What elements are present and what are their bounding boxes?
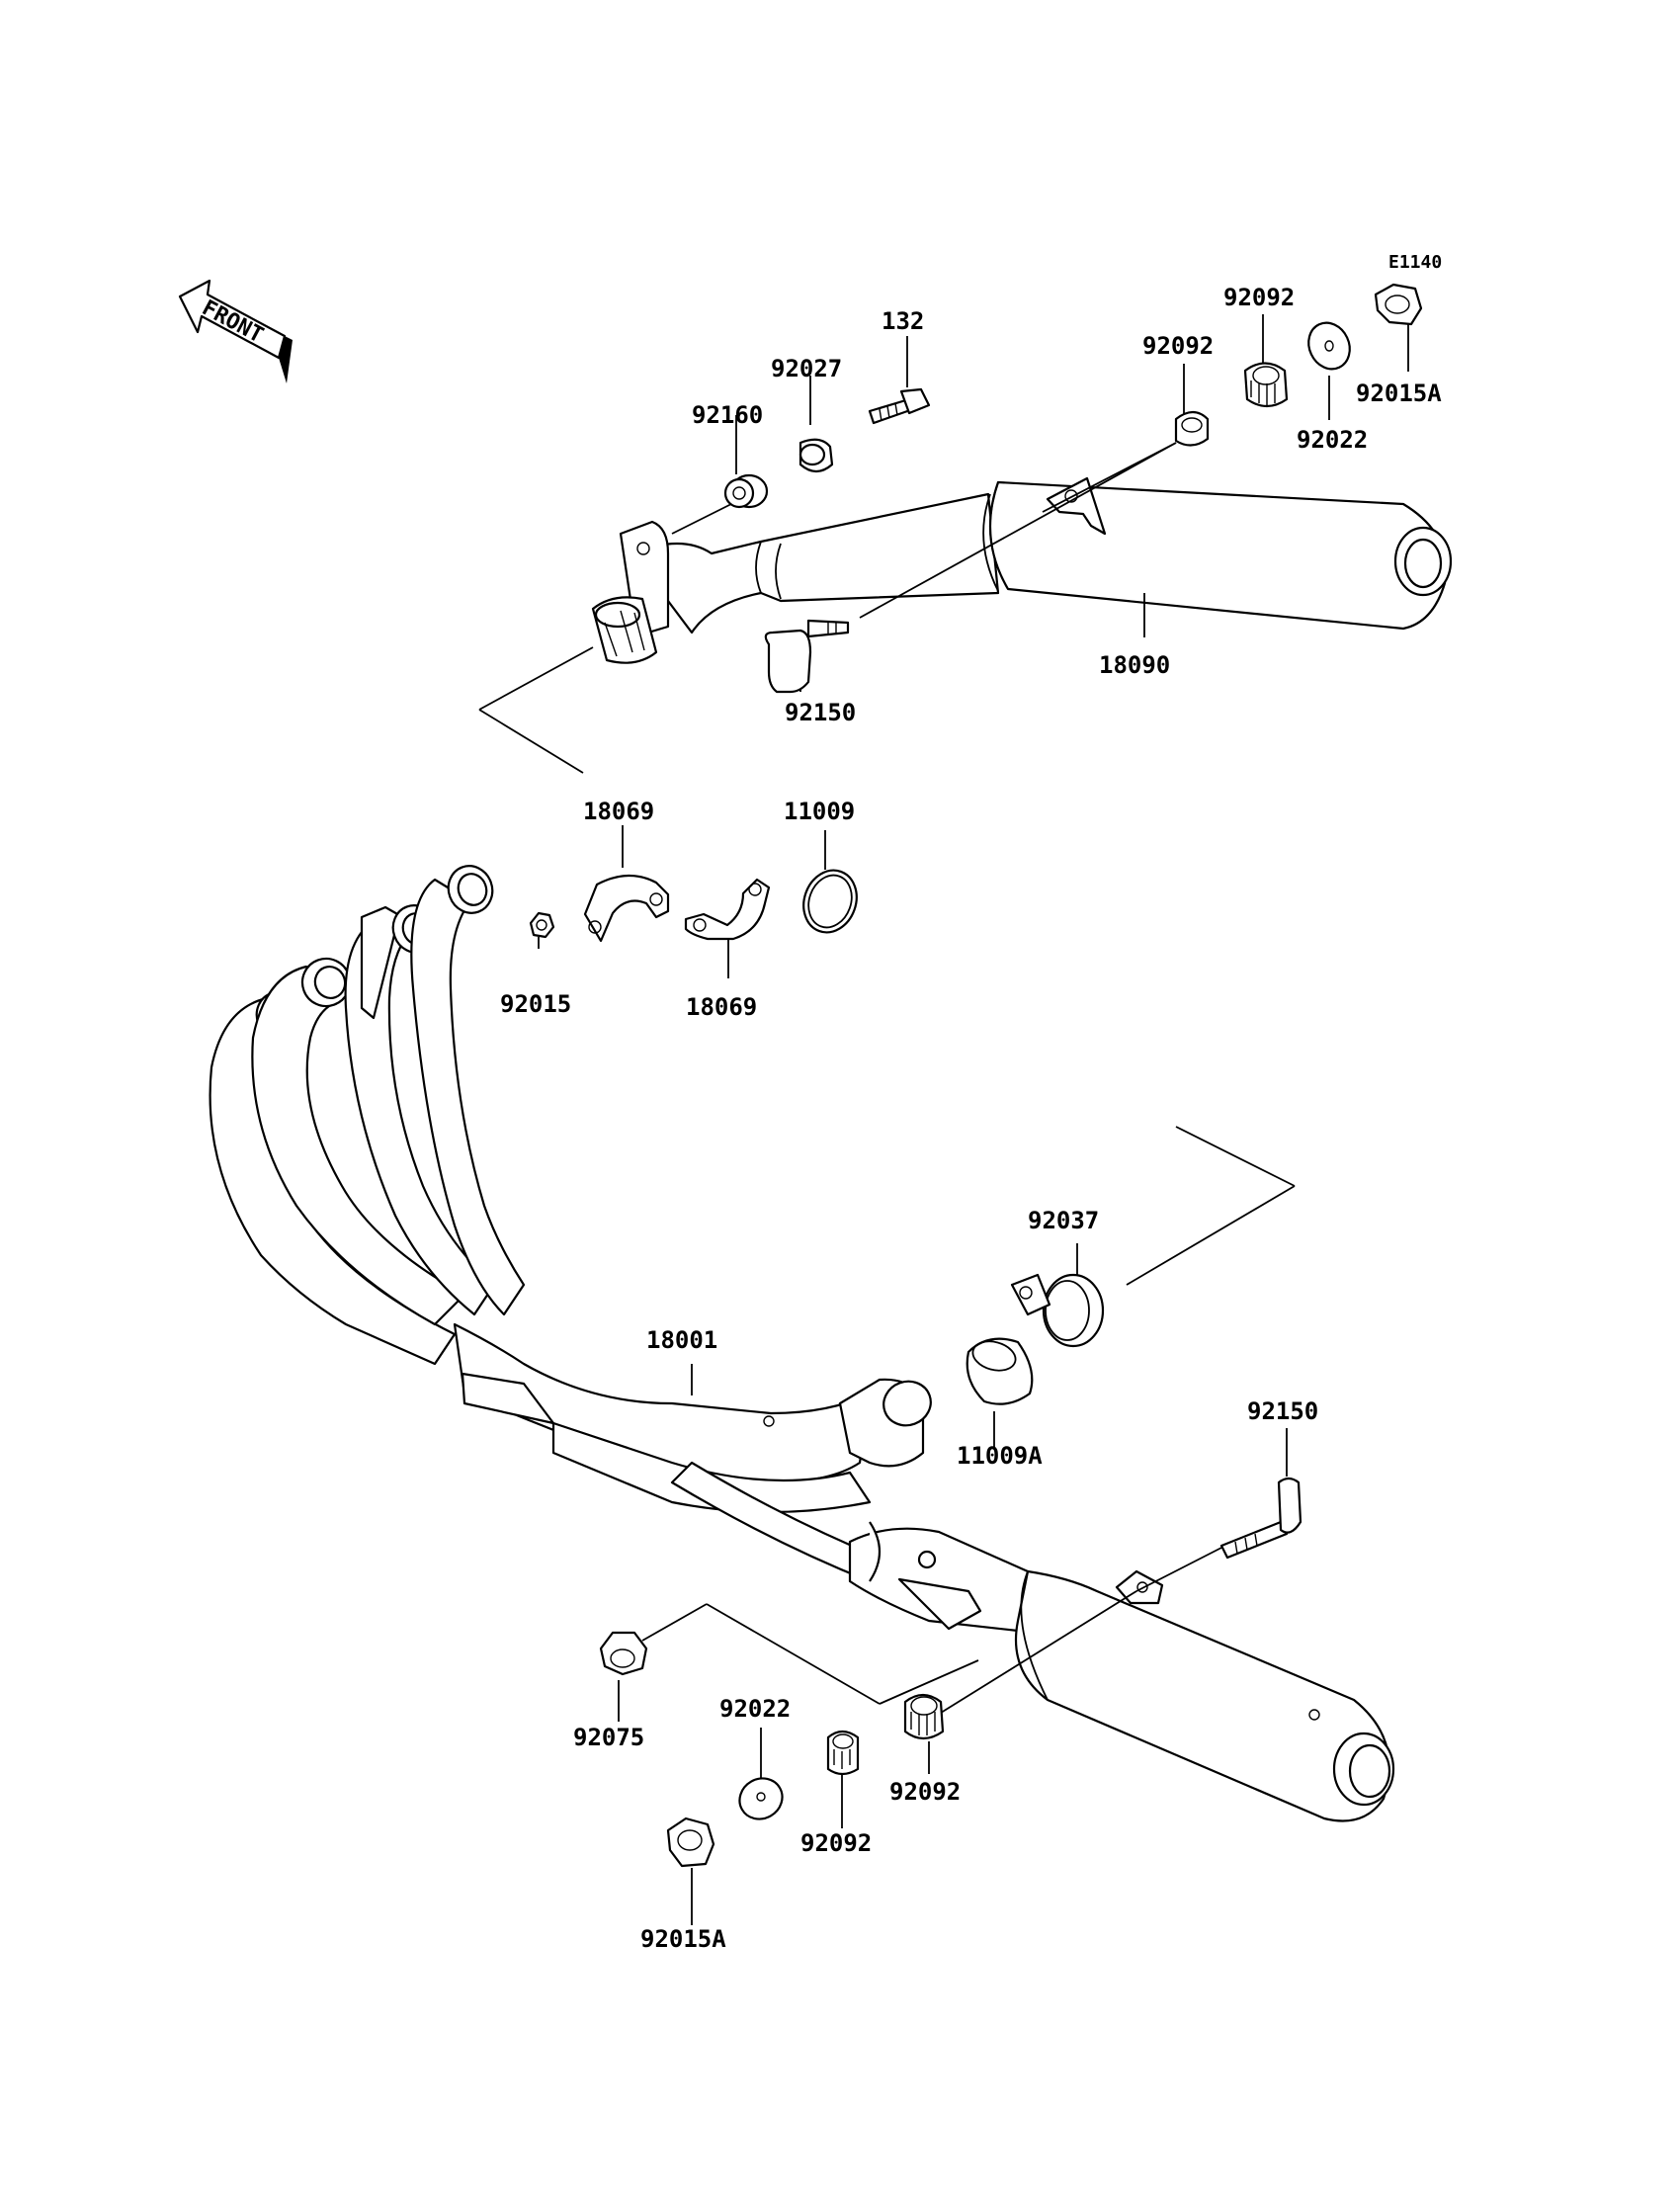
callout-92150-upper: 92150 <box>785 699 856 726</box>
washer-92022-lower <box>738 1777 784 1820</box>
callout-92160: 92160 <box>692 401 763 429</box>
gasket-11009 <box>802 869 858 934</box>
nut-92075 <box>599 1631 648 1676</box>
gasket-11009A <box>966 1337 1034 1405</box>
nut-92015A-lower <box>666 1817 715 1868</box>
callout-11009: 11009 <box>784 798 855 825</box>
callout-92150-lower: 92150 <box>1247 1397 1318 1425</box>
damper-92092-upper-right <box>1243 362 1289 408</box>
callout-92027: 92027 <box>771 355 842 382</box>
clamp-18069-lower <box>684 878 771 941</box>
callout-92015A-upper: 92015A <box>1356 380 1442 407</box>
nut-92015A-upper <box>1374 283 1423 326</box>
callout-18069-lower: 18069 <box>686 993 757 1021</box>
callout-132: 132 <box>882 307 924 335</box>
callout-92022-lower: 92022 <box>719 1695 791 1723</box>
washer-92022-upper <box>1307 321 1351 371</box>
callout-92075: 92075 <box>573 1724 644 1751</box>
bolt-92150-lower <box>1219 1477 1302 1560</box>
muffler-lower <box>1014 1569 1395 1822</box>
callout-18090: 18090 <box>1099 651 1170 679</box>
callout-92092-lower-middle: 92092 <box>800 1829 872 1857</box>
callout-92092-upper-right: 92092 <box>1223 284 1295 311</box>
muffler-upper <box>591 476 1453 664</box>
damper-92092-upper-left <box>1174 410 1210 447</box>
damper-92092-lower-right <box>903 1693 945 1740</box>
callout-92015A-lower: 92015A <box>640 1925 726 1953</box>
header-pipes-18001 <box>209 865 1050 1633</box>
grommet-92160 <box>723 473 769 509</box>
collar-92027 <box>798 438 834 473</box>
clamp-92037 <box>1010 1273 1105 1348</box>
bolt-92150-upper <box>764 619 850 694</box>
bolt-132 <box>868 387 931 425</box>
nut-92015 <box>529 911 555 939</box>
callout-18001: 18001 <box>646 1326 717 1354</box>
callout-92015: 92015 <box>500 990 571 1018</box>
ref-code: E1140 <box>1388 252 1442 273</box>
damper-92092-lower-middle <box>826 1730 860 1776</box>
callout-11009A: 11009A <box>957 1442 1043 1470</box>
callout-92037: 92037 <box>1028 1207 1099 1234</box>
callout-18069-upper: 18069 <box>583 798 654 825</box>
callout-92022-upper: 92022 <box>1297 426 1368 454</box>
clamp-18069-upper <box>583 874 670 943</box>
front-arrow-icon: FRONT <box>178 279 293 383</box>
callout-92092-lower-right: 92092 <box>889 1778 961 1806</box>
callout-92092-upper-left: 92092 <box>1142 332 1214 360</box>
